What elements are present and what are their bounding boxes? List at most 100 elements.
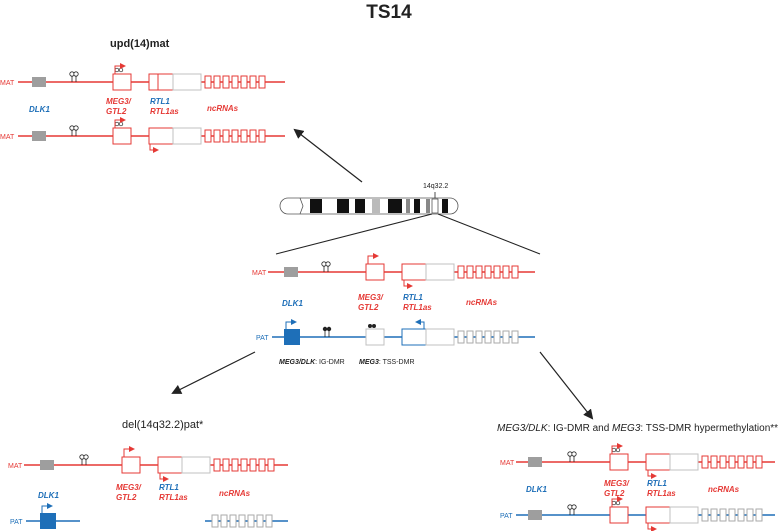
hyper-gtl2-label: GTL2 [604, 489, 625, 498]
center-mat-meg3-promoter-arrow-icon [367, 253, 379, 264]
upd-row1-parent-label: MAT [0, 80, 15, 87]
center-rtl1-label: RTL1 [403, 293, 423, 302]
center-pat-rtl1-gene [401, 328, 427, 346]
deletion-mat-rtl1as-arrow-icon [159, 473, 169, 482]
deletion-mat-meg3-gene [121, 456, 141, 474]
center-pat-label: PAT [256, 335, 269, 342]
arrow-to-upd [293, 128, 363, 183]
center-rtl1as-label: RTL1as [403, 303, 432, 312]
hyper-dlk1-label: DLK1 [526, 485, 547, 494]
upd-row2-ncrna-cluster [204, 129, 266, 143]
upd-dlk1-label: DLK1 [29, 105, 50, 114]
hyper-mat-dlk1-gene [528, 457, 542, 467]
upd-row-1: MAT [0, 63, 285, 91]
hyper-mat-rtl1-gene [645, 453, 671, 471]
upd-row2-rtl1-gene [148, 127, 174, 145]
chromosome-14-ideogram: 14q32.2 [275, 183, 541, 255]
arrow-to-deletion [171, 351, 256, 394]
center-pat-rtl1as-gene [425, 328, 455, 346]
upd-row2-meg3-promoter-arrow-icon [114, 117, 126, 128]
deletion-pat-label: PAT [10, 519, 23, 526]
center-pat-dlk1-promoter-arrow-icon [285, 319, 297, 329]
deletion-ncrnas-label: ncRNAs [219, 489, 251, 498]
deletion-mat-ncrna-cluster [213, 458, 275, 472]
hyper-heading: MEG3/DLK: IG-DMR and MEG3: TSS-DMR hyper… [497, 423, 778, 434]
diagram-title: TS14 [366, 2, 412, 23]
center-panel: MAT DLK1 MEG3/ GTL2 RTL1 RTL1as ncRNAs P… [252, 253, 535, 366]
deletion-pat-dlk1-gene [40, 513, 56, 529]
hyper-pat-rtl1as-arrow-icon [647, 523, 657, 531]
center-mat-dlk1-gene [284, 267, 298, 277]
upd-row2-rtl1as-arrow-icon [149, 144, 159, 153]
deletion-mat-rtl1-gene [157, 456, 183, 474]
upd-rtl1-label: RTL1 [150, 97, 170, 106]
hyper-mat-rtl1as-arrow-icon [647, 470, 657, 479]
upd-row-2: MAT [0, 117, 285, 153]
upd-heading: upd(14)mat [110, 38, 170, 50]
center-mat-ncrna-cluster [457, 265, 519, 279]
center-pat-tss-dmr-methylated-icon [368, 324, 376, 328]
hyper-pat-rtl1-gene [645, 506, 671, 524]
upd-row1-rtl1as-gene [172, 73, 202, 91]
center-pat-ig-dmr-methylated-icon [322, 326, 332, 337]
hyper-mat-meg3-gene [609, 453, 629, 471]
center-dlk1-label: DLK1 [282, 299, 303, 308]
center-mat-meg3-gene [365, 263, 385, 281]
hyper-pat-label: PAT [500, 513, 513, 520]
center-pat-meg3-gene [365, 328, 385, 346]
hyper-pat-meg3-gene [609, 506, 629, 524]
center-mat-label: MAT [252, 270, 267, 277]
hyper-ncrnas-label: ncRNAs [708, 485, 740, 494]
hyper-pat-ig-dmr-lollipops-icon [567, 504, 577, 515]
hyper-meg3-label: MEG3/ [604, 479, 630, 488]
upd-ncrnas-label: ncRNAs [207, 104, 239, 113]
deletion-mat-dlk1-gene [40, 460, 54, 470]
hyper-mat-rtl1as-gene [669, 453, 699, 471]
center-mat-rtl1as-gene [425, 263, 455, 281]
hyper-mat-label: MAT [500, 460, 515, 467]
hyper-pat-meg3-promoter-arrow-icon [611, 496, 623, 507]
band-14q32-2-highlight [431, 198, 439, 214]
upd-row2-parent-label: MAT [0, 134, 15, 141]
band-label-14q32-2: 14q32.2 [423, 183, 448, 190]
upd-row2-rtl1as-gene [172, 127, 202, 145]
center-mat-rtl1as-arrow-icon [403, 280, 413, 289]
upd-meg3-label: MEG3/ [106, 97, 132, 106]
hyper-mat-ncrna-cluster [701, 455, 763, 469]
upd-row1-ncrna-cluster [204, 75, 266, 89]
hyper-pat-ncrna-cluster [701, 508, 763, 522]
center-mat-ig-dmr-lollipops-icon [321, 261, 331, 272]
arrow-to-hypermethylation [539, 351, 594, 420]
center-pat-rtl1-promoter-arrow-icon [415, 319, 425, 329]
upd-row1-ig-dmr-lollipops-icon [69, 71, 79, 82]
center-gtl2-label: GTL2 [358, 303, 379, 312]
upd-row1-meg3-gene [112, 73, 132, 91]
center-pat-dlk1-gene [284, 329, 300, 345]
upd-row2-meg3-tss-dmr-icon [114, 121, 124, 127]
deletion-mat-meg3-promoter-arrow-icon [123, 446, 135, 457]
hyper-rtl1-label: RTL1 [647, 479, 667, 488]
hyper-mat-ig-dmr-lollipops-icon [567, 451, 577, 462]
upd-panel: upd(14)mat MAT DLK1 MEG3/ GTL2 [0, 38, 285, 153]
deletion-pat-dlk1-promoter-arrow-icon [41, 503, 53, 513]
center-mat-rtl1-gene [401, 263, 427, 281]
hyper-pat-dlk1-gene [528, 510, 542, 520]
hyper-rtl1as-label: RTL1as [647, 489, 676, 498]
upd-row1-meg3-promoter-arrow-icon [114, 63, 126, 74]
hyper-pat-rtl1as-gene [669, 506, 699, 524]
center-tss-dmr-label: MEG3: TSS-DMR [359, 359, 415, 366]
deletion-mat-ig-dmr-lollipops-icon [79, 454, 89, 465]
upd-row1-rtl1-gene [148, 73, 174, 91]
deletion-pat-ncrna-cluster [211, 514, 273, 528]
hyper-pat-tss-dmr-icon [611, 500, 621, 506]
upd-row1-meg3-tss-dmr-icon [114, 67, 124, 73]
upd-row2-meg3-gene [112, 127, 132, 145]
deletion-dlk1-label: DLK1 [38, 491, 59, 500]
deletion-rtl1-label: RTL1 [159, 483, 179, 492]
hypermethylation-panel: MEG3/DLK: IG-DMR and MEG3: TSS-DMR hyper… [497, 423, 778, 531]
center-ncrnas-label: ncRNAs [466, 298, 498, 307]
deletion-gtl2-label: GTL2 [116, 493, 137, 502]
upd-gtl2-label: GTL2 [106, 107, 127, 116]
deletion-heading: del(14q32.2)pat* [122, 419, 204, 431]
